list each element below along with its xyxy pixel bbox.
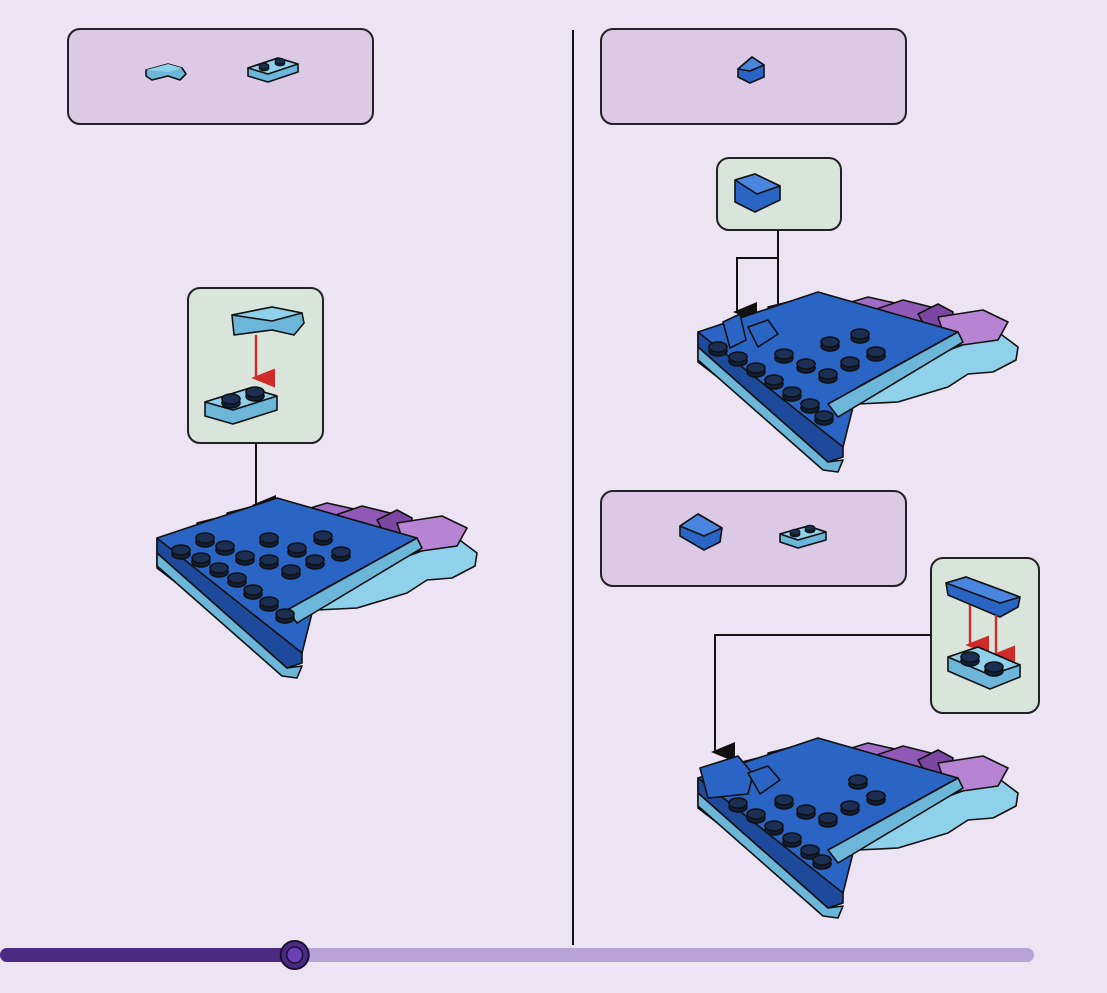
placement-arrow-right-bottom bbox=[715, 635, 931, 752]
step-left bbox=[68, 29, 477, 678]
placement-arrow-right-top bbox=[737, 230, 778, 312]
parts-callout bbox=[68, 29, 373, 124]
wing-model-right-top bbox=[698, 292, 1018, 472]
wing-model bbox=[157, 498, 477, 678]
progress-fill bbox=[0, 948, 295, 962]
zoom-callout-right-bottom bbox=[931, 558, 1039, 713]
progress-bar bbox=[0, 941, 1034, 969]
parts-callout-right-bottom bbox=[601, 491, 906, 586]
step-right-bottom bbox=[601, 491, 1039, 918]
step-right-top bbox=[601, 29, 1018, 472]
progress-knob[interactable] bbox=[281, 941, 309, 969]
wing-model-right-bottom bbox=[698, 738, 1018, 918]
